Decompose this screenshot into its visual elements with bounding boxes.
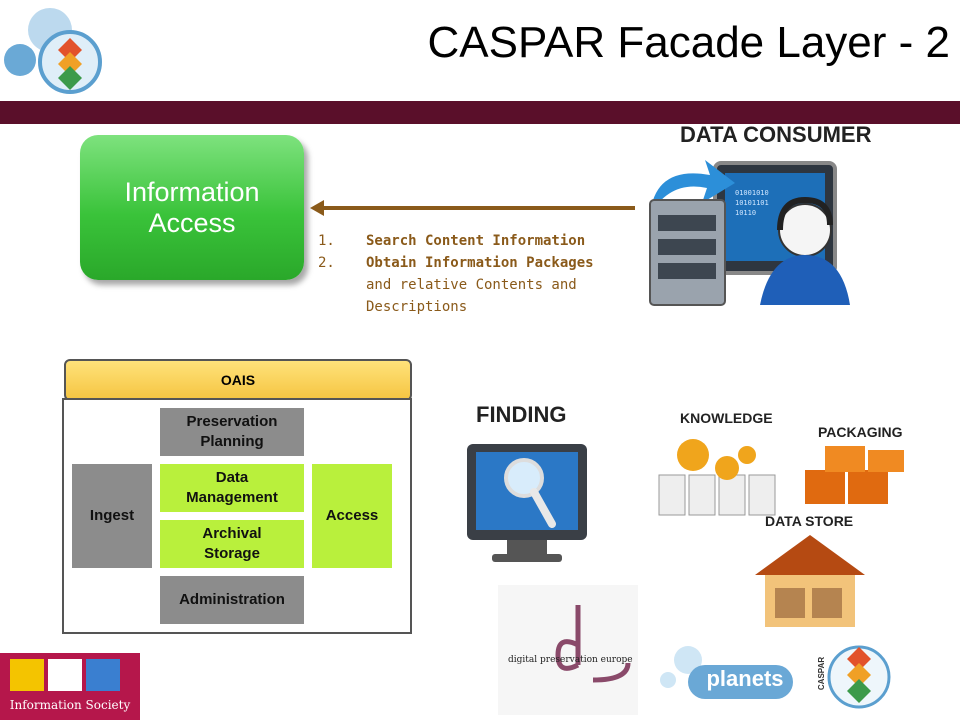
data-management-block: Data Management bbox=[160, 464, 304, 512]
step-2-sub2: Descriptions bbox=[366, 299, 468, 315]
archival-storage-block: Archival Storage bbox=[160, 520, 304, 568]
finding-monitor-illustration bbox=[462, 440, 592, 570]
step-2-text: Obtain Information Packages bbox=[366, 255, 594, 271]
data-consumer-illustration: 01001010 10101101 10110 bbox=[630, 155, 855, 315]
information-society-text: Information Society bbox=[9, 698, 131, 712]
administration-block: Administration bbox=[160, 576, 304, 624]
information-access-line1: Information bbox=[124, 176, 260, 207]
packaging-label: PACKAGING bbox=[818, 424, 903, 440]
step-1-number: 1. bbox=[318, 233, 335, 249]
step-1: 1. Search Content Information bbox=[318, 230, 638, 252]
header-band bbox=[0, 101, 960, 124]
packaging-illustration bbox=[800, 440, 910, 510]
knowledge-illustration bbox=[655, 430, 780, 520]
caspar-logo-text: CASPAR bbox=[817, 656, 827, 691]
data-consumer-label: DATA CONSUMER bbox=[680, 122, 872, 147]
oais-header: OAIS bbox=[64, 359, 412, 401]
data-store-illustration bbox=[750, 530, 870, 630]
steps-list: 1. Search Content Information 2. Obtain … bbox=[318, 230, 638, 318]
access-block: Access bbox=[312, 464, 392, 568]
dpe-logo-text: digital preservation europe bbox=[508, 655, 633, 665]
caspar-logo-bottom: CASPAR bbox=[815, 635, 895, 715]
planets-logo: planets bbox=[658, 640, 798, 710]
ingest-block: Ingest bbox=[72, 464, 152, 568]
knowledge-label: KNOWLEDGE bbox=[680, 410, 773, 426]
caspar-logo-top bbox=[0, 0, 110, 100]
svg-text:01001010: 01001010 bbox=[735, 189, 769, 197]
data-store-label: DATA STORE bbox=[765, 513, 854, 529]
information-access-box: Information Access bbox=[80, 135, 304, 280]
information-society-logo: Information Society bbox=[0, 653, 140, 720]
information-access-line2: Access bbox=[148, 207, 236, 238]
page-title: CASPAR Facade Layer - 2 bbox=[427, 18, 950, 67]
request-arrow-line bbox=[320, 206, 635, 210]
step-2: 2. Obtain Information Packages bbox=[318, 252, 638, 274]
svg-text:10101101: 10101101 bbox=[735, 199, 769, 207]
request-arrow-head bbox=[310, 200, 324, 216]
preservation-planning-block: Preservation Planning bbox=[160, 408, 304, 456]
step-2-sub1: and relative Contents and bbox=[366, 277, 577, 293]
step-2-number: 2. bbox=[318, 255, 335, 271]
svg-text:10110: 10110 bbox=[735, 209, 756, 217]
finding-label: FINDING bbox=[476, 402, 567, 427]
dpe-logo: digital preservation europe bbox=[498, 585, 638, 715]
planets-logo-text: planets bbox=[706, 666, 784, 691]
step-1-text: Search Content Information bbox=[366, 233, 586, 249]
